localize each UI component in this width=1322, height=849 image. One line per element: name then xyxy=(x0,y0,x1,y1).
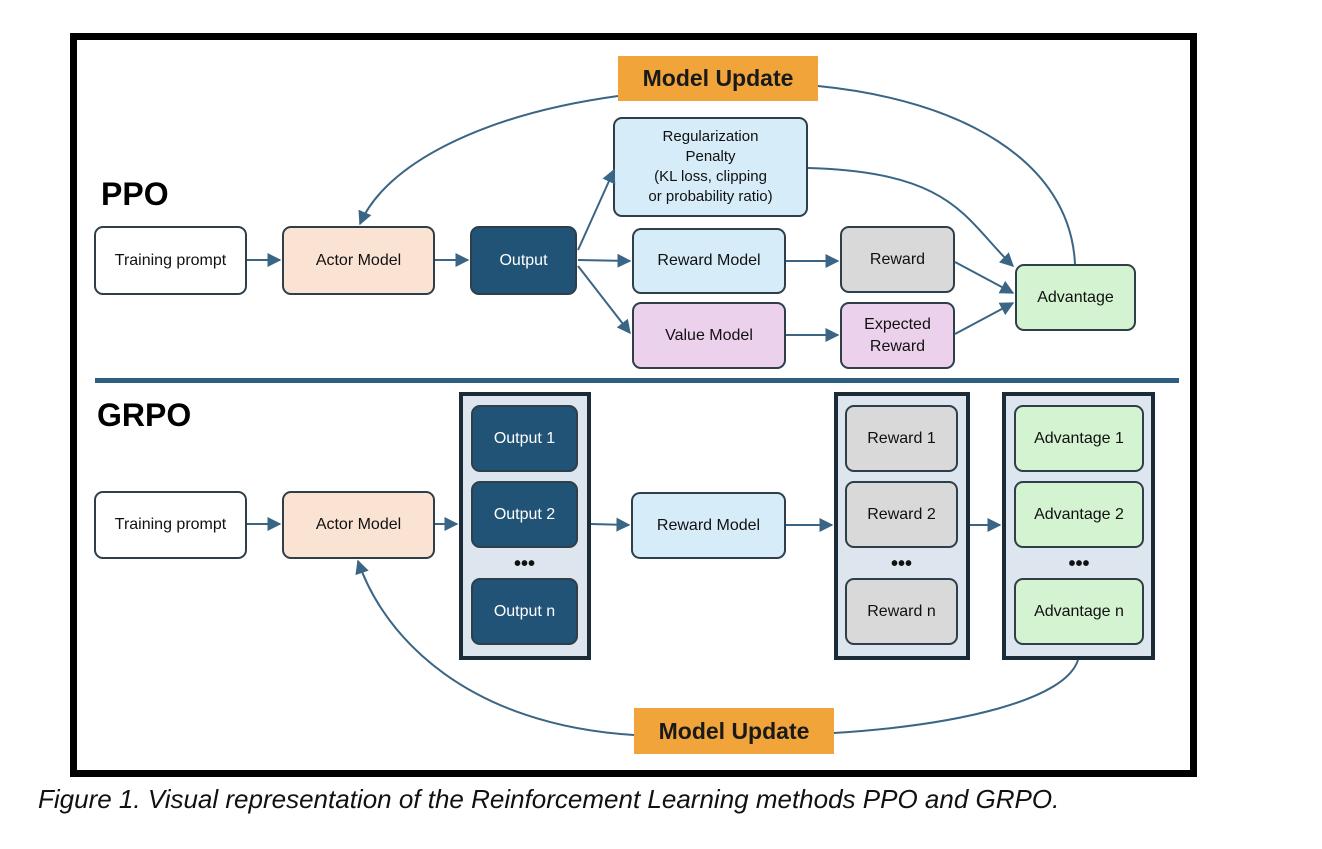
grpo-output-n-box: Output n xyxy=(471,578,578,645)
arrow-ppo-output-to-regularization xyxy=(577,168,616,251)
arrow-ppo-expected-to-advantage xyxy=(954,302,1015,335)
grpo-reward-2-box: Reward 2 xyxy=(845,481,958,548)
ppo-value-model-box: Value Model xyxy=(632,302,786,369)
grpo-reward-model-box: Reward Model xyxy=(631,492,786,559)
ppo-output-box: Output xyxy=(470,226,577,295)
ppo-training-prompt-box: Training prompt xyxy=(94,226,247,295)
grpo-advantage-n-text: Advantage n xyxy=(1034,602,1124,620)
arrow-ppo-output-to-reward-model xyxy=(577,253,632,268)
grpo-advantage-n-box: Advantage n xyxy=(1014,578,1144,645)
ppo-expected-reward-box: Expected Reward xyxy=(840,302,955,369)
regularization-line-1: Regularization xyxy=(662,127,759,145)
grpo-actor-model-box: Actor Model xyxy=(282,491,435,559)
ppo-model-update-label: Model Update xyxy=(618,56,818,101)
grpo-actor-model-text: Actor Model xyxy=(315,516,402,534)
figure-caption: Figure 1. Visual representation of the R… xyxy=(38,784,1060,814)
grpo-output-1-text: Output 1 xyxy=(493,429,556,447)
arrow-ppo-update-to-actor xyxy=(358,95,619,226)
ppo-section-label: PPO xyxy=(101,176,169,212)
arrow-ppo-regularization-to-advantage xyxy=(807,167,1015,267)
ppo-actor-model-box: Actor Model xyxy=(282,226,435,295)
grpo-model-update-label: Model Update xyxy=(634,708,834,754)
arrow-grpo-update-to-actor xyxy=(355,559,635,736)
grpo-output-n-text: Output n xyxy=(493,602,556,620)
grpo-outputs-ellipsis: ••• xyxy=(513,553,535,575)
grpo-advantages-ellipsis: ••• xyxy=(1068,553,1090,575)
grpo-advantage-2-box: Advantage 2 xyxy=(1014,481,1144,548)
grpo-training-prompt-text: Training prompt xyxy=(114,516,227,534)
ppo-value-model-text: Value Model xyxy=(665,326,753,344)
arrow-grpo-advantages-to-update xyxy=(833,659,1079,734)
grpo-reward-1-box: Reward 1 xyxy=(845,405,958,472)
arrow-ppo-reward-to-advantage xyxy=(954,261,1015,294)
ppo-reward-text: Reward xyxy=(869,250,926,268)
grpo-advantage-1-text: Advantage 1 xyxy=(1034,429,1124,447)
arrow-ppo-output-to-value-model xyxy=(577,265,631,335)
section-divider xyxy=(95,378,1179,383)
ppo-regularization-penalty-box: Regularization Penalty (KL loss, clippin… xyxy=(613,117,808,217)
grpo-advantage-2-text: Advantage 2 xyxy=(1034,505,1124,523)
expected-reward-line-1: Expected xyxy=(864,315,931,333)
ppo-training-prompt-text: Training prompt xyxy=(114,251,227,269)
regularization-line-4: or probability ratio) xyxy=(648,188,773,206)
grpo-reward-n-box: Reward n xyxy=(845,578,958,645)
regularization-line-3: (KL loss, clipping xyxy=(654,168,767,185)
ppo-reward-model-text: Reward Model xyxy=(657,252,761,270)
arrow-ppo-advantage-to-update xyxy=(817,85,1076,265)
grpo-rewards-ellipsis: ••• xyxy=(890,553,912,575)
regularization-line-2: Penalty xyxy=(685,147,736,165)
ppo-output-text: Output xyxy=(499,251,548,269)
grpo-reward-2-text: Reward 2 xyxy=(867,505,936,523)
ppo-advantage-box: Advantage xyxy=(1015,264,1136,331)
grpo-advantage-1-box: Advantage 1 xyxy=(1014,405,1144,472)
grpo-output-2-box: Output 2 xyxy=(471,481,578,548)
grpo-reward-1-text: Reward 1 xyxy=(867,429,936,447)
grpo-output-2-text: Output 2 xyxy=(493,505,556,523)
grpo-training-prompt-box: Training prompt xyxy=(94,491,247,559)
arrow-grpo-outputs-to-reward-model xyxy=(590,517,631,532)
ppo-reward-model-box: Reward Model xyxy=(632,228,786,294)
grpo-section-label: GRPO xyxy=(97,397,192,433)
ppo-actor-model-text: Actor Model xyxy=(315,251,402,269)
ppo-advantage-text: Advantage xyxy=(1037,288,1114,306)
grpo-reward-n-text: Reward n xyxy=(867,602,936,620)
grpo-reward-model-text: Reward Model xyxy=(656,516,761,534)
ppo-reward-box: Reward xyxy=(840,226,955,293)
expected-reward-line-2: Reward xyxy=(869,337,926,355)
grpo-output-1-box: Output 1 xyxy=(471,405,578,472)
